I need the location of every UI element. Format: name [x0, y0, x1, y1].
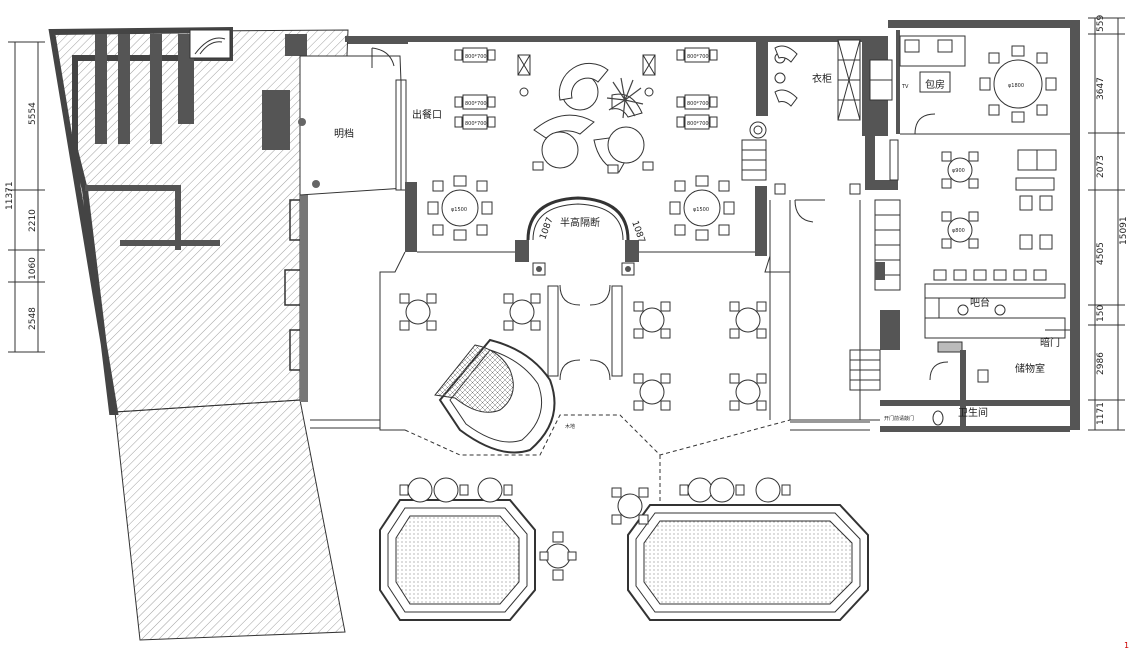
- dim-right-2: 3647: [1096, 77, 1106, 100]
- tbl-label: 800*700: [687, 121, 709, 127]
- label-yigui: 衣柜: [812, 72, 832, 85]
- wardrobe-area: 衣柜: [741, 36, 863, 195]
- lower-lobby: 木地: [310, 251, 870, 520]
- hatched-left-block: [48, 26, 349, 641]
- label-baofang: 包房: [925, 78, 945, 91]
- dim-right-3: 2073: [1096, 155, 1106, 178]
- central-booths: [532, 62, 654, 174]
- dim-1087-left: 1087: [538, 216, 555, 241]
- corridor-right: [769, 130, 901, 421]
- label-batai: 吧台: [970, 296, 990, 309]
- half-partition: 半高隔断 1087 1087: [526, 196, 646, 276]
- hall-stools: [517, 54, 656, 97]
- tbl-label: φ800: [952, 228, 965, 234]
- label-anmen: 暗门: [1040, 336, 1060, 349]
- round-tables-1500: φ1500 φ1500: [427, 175, 735, 241]
- dim-right-total: 15091: [1119, 216, 1129, 245]
- small-round-tables: φ900 φ800: [941, 149, 1057, 250]
- tbl-label: 800*700: [465, 54, 487, 60]
- plant-icon: [606, 77, 644, 119]
- dim-right-1: 559: [1096, 15, 1106, 32]
- room-mingdang: 明档: [298, 38, 408, 196]
- right-dimension: 559 3647 2073 4505 150 2986 1171 15091: [1088, 15, 1129, 431]
- service-rooms: 储物室 卫生间 开门前请敲门: [880, 350, 1070, 432]
- outdoor-tables: [399, 477, 791, 581]
- label-chucankou: 出餐口: [412, 108, 442, 121]
- rect-tables: 800*700 800*700 800*700 800*700 800*700 …: [454, 47, 718, 130]
- dim-right-4: 4505: [1096, 242, 1106, 265]
- dim-right-6: 2986: [1096, 352, 1106, 375]
- dim-left-1: 5554: [28, 102, 38, 125]
- label-mingdang: 明档: [334, 127, 354, 140]
- room-baofang: 包房 TV φ1800: [862, 20, 1080, 430]
- label-tv: TV: [901, 84, 909, 90]
- dim-left-3: 1060: [28, 257, 38, 280]
- label-mudi: 木地: [565, 423, 575, 430]
- dim-left-2: 2210: [28, 209, 38, 232]
- tbl-label: φ1500: [693, 207, 709, 213]
- tbl-label: 800*700: [465, 101, 487, 107]
- page-number: 1: [1124, 641, 1129, 650]
- tbl-label: 800*700: [687, 101, 709, 107]
- label-half-partition: 半高隔断: [560, 216, 600, 229]
- dim-right-5: 150: [1096, 305, 1106, 322]
- bar-area: 吧台 暗门: [924, 269, 1070, 353]
- tbl-label: 800*700: [465, 121, 487, 127]
- curved-stage: [434, 338, 556, 454]
- label-kaimen: 开门前请敲门: [884, 415, 914, 422]
- dim-left-4: 2548: [28, 307, 38, 330]
- left-dimension: 11371 5554 2210 1060 2548: [5, 41, 45, 353]
- tbl-label: 800*700: [687, 54, 709, 60]
- tbl-label: φ900: [952, 168, 965, 174]
- pool-right: [627, 504, 869, 621]
- tbl-label: φ1500: [451, 207, 467, 213]
- pool-left: [379, 499, 536, 621]
- label-chuwushi: 储物室: [1015, 362, 1045, 375]
- dim-right-7: 1171: [1096, 402, 1106, 425]
- main-hall-walls: [345, 36, 768, 262]
- dim-left-total: 11371: [5, 181, 15, 210]
- label-weishengjian: 卫生间: [958, 406, 988, 419]
- tbl-label: φ1800: [1008, 83, 1024, 89]
